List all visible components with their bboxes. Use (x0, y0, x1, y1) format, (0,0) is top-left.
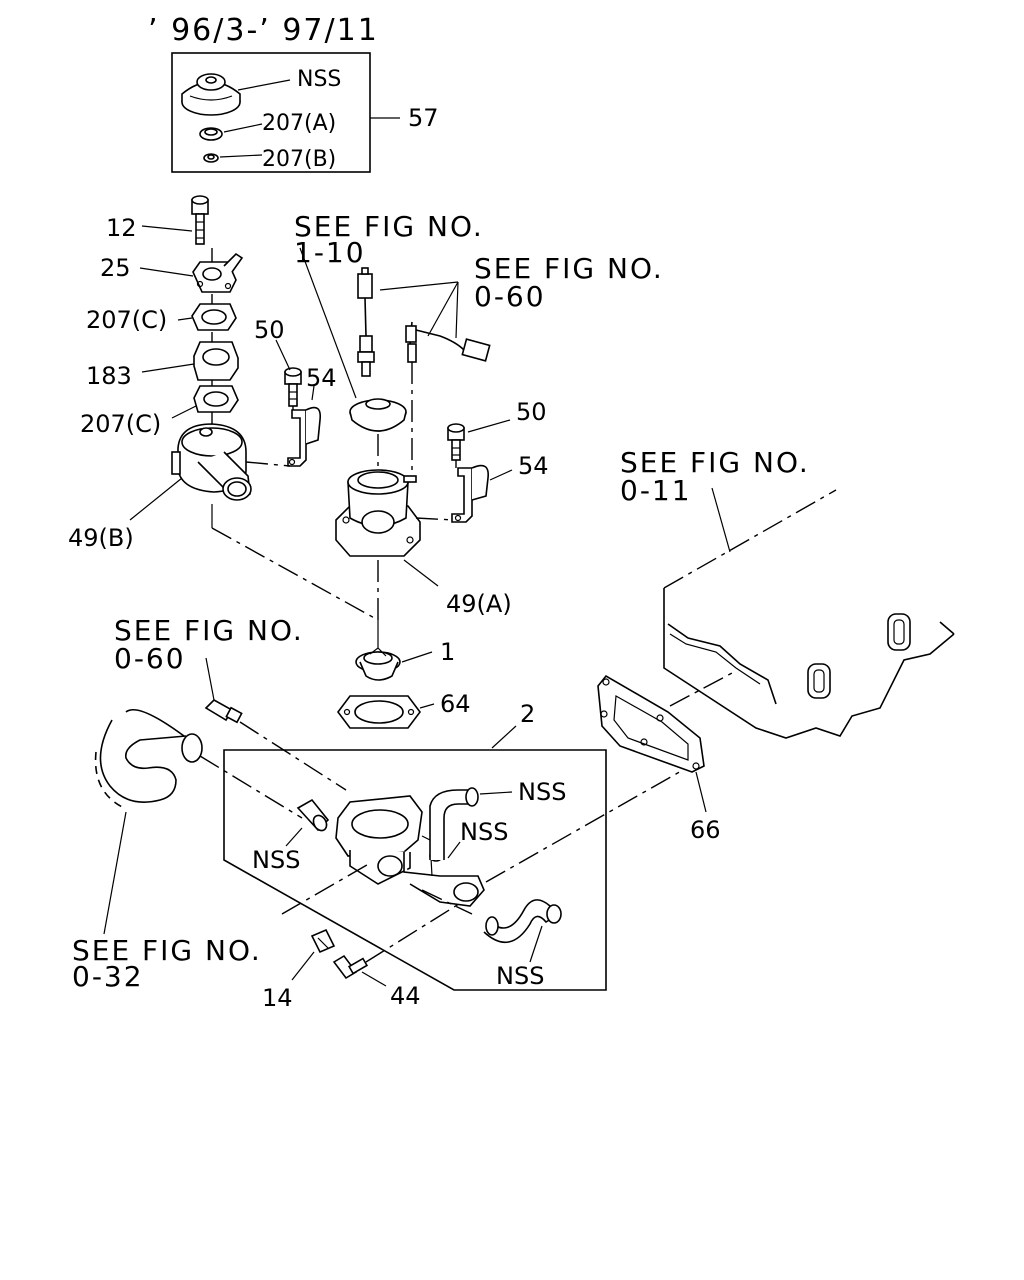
callout-50-right: 50 (516, 398, 547, 426)
callout-49b: 49(B) (68, 524, 134, 552)
cap-radiator (349, 398, 407, 432)
flange-25 (192, 252, 244, 293)
elbow-nss-top (429, 787, 479, 860)
ref-0-60-left-line2: 0-60 (114, 642, 186, 675)
temp-sensor-left (204, 699, 243, 724)
inset-nss-label: NSS (297, 67, 341, 92)
callout-12: 12 (106, 214, 137, 242)
callout-64: 64 (440, 690, 471, 718)
seal-207b (203, 153, 219, 163)
left-stack: 12 25 207(C) 183 (68, 195, 252, 552)
ref-0-60-top-line1: SEE FIG NO. (474, 252, 664, 285)
ref-0-32-line2: 0-32 (72, 960, 144, 993)
assembly-57-label: 57 (408, 104, 439, 132)
callout-66: 66 (690, 816, 721, 844)
gasket-207c-top (191, 303, 237, 331)
callout-14: 14 (262, 984, 293, 1012)
bolt-12 (191, 195, 209, 245)
ref-0-60-top-line2: 0-60 (474, 280, 546, 313)
callout-2: 2 (520, 700, 535, 728)
callout-207c-top: 207(C) (86, 306, 167, 334)
nipple-nss-left (296, 798, 330, 832)
water-outlet-body (335, 795, 485, 907)
callout-nss-mid: NSS (460, 818, 508, 846)
callout-nss-bottom: NSS (496, 962, 544, 990)
thermostat-1 (355, 647, 401, 681)
housing-49a (335, 469, 421, 557)
bracket-54-left (287, 406, 322, 467)
gasket-64 (337, 695, 421, 729)
inset-box (171, 52, 371, 173)
callout-50-left: 50 (254, 316, 285, 344)
ref-0-60-left-line1: SEE FIG NO. (114, 614, 304, 647)
sensor-right (405, 321, 491, 363)
callout-1: 1 (440, 638, 455, 666)
engine-block (663, 489, 955, 739)
callout-25: 25 (100, 254, 131, 282)
ref-1-10-line1: SEE FIG NO. (294, 210, 484, 243)
inset-assembly-57: NSS 207(A) 207(B) 57 (171, 52, 439, 173)
sensor-left (357, 267, 375, 377)
callout-183: 183 (86, 362, 132, 390)
seal-207a (199, 127, 223, 141)
plug-14 (310, 928, 336, 954)
ref-0-32-line1: SEE FIG NO. (72, 934, 262, 967)
assembly-2-box: 2 (223, 700, 607, 991)
seal-207a-label: 207(A) (262, 111, 336, 136)
callout-44: 44 (390, 982, 421, 1010)
spacer-183 (193, 341, 239, 381)
callout-nss-left: NSS (252, 846, 300, 874)
bracket-right: 50 54 (415, 398, 549, 523)
bolt-50-right (447, 423, 465, 461)
hose-0-32 (94, 708, 203, 809)
seal-207b-label: 207(B) (262, 147, 336, 172)
date-range: ’ 96/3-’ 97/11 (148, 13, 379, 48)
cap-part (181, 73, 241, 116)
bolt-50-left (284, 367, 302, 407)
housing-49b (171, 423, 252, 501)
bracket-54-right (451, 464, 489, 523)
callout-207c-bottom: 207(C) (80, 410, 161, 438)
callout-54-left: 54 (306, 364, 337, 392)
bolt-44 (332, 954, 369, 980)
bracket-left: 50 54 (245, 316, 337, 467)
ref-0-11-line1: SEE FIG NO. (620, 446, 810, 479)
sensor-group: SEE FIG NO. 1-10 SEE FIG NO. 0-60 (294, 210, 664, 399)
callout-49a: 49(A) (446, 590, 512, 618)
gasket-207c-bottom (193, 385, 239, 413)
ref-0-11-line2: 0-11 (620, 474, 692, 507)
gasket-66 (597, 674, 705, 773)
pipe-nss-bottom (483, 899, 562, 944)
ref-1-10-line2: 1-10 (294, 236, 366, 269)
callout-54-right: 54 (518, 452, 549, 480)
callout-nss-top: NSS (518, 778, 566, 806)
